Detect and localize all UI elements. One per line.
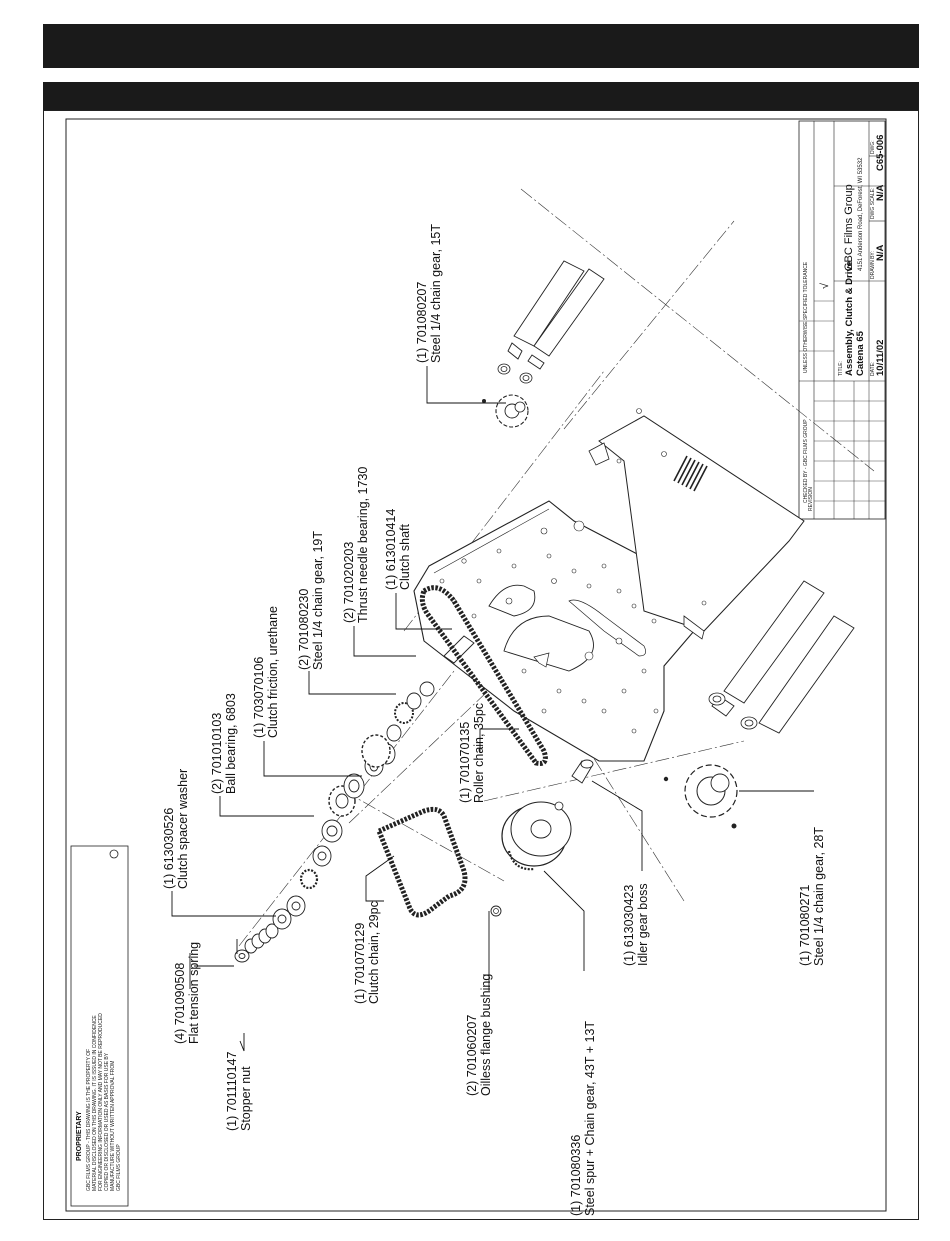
dwg-number: C65-006: [875, 135, 886, 171]
header-bar: [43, 24, 919, 68]
svg-text:(2) 701020203: (2) 701020203: [342, 542, 356, 623]
part-label-clutch-spacer-washer: (1) 613030526 Clutch spacer washer: [162, 769, 190, 889]
tolerance-label: UNLESS OTHERWISE SPECIFIED TOLERANCE: [803, 261, 809, 373]
proprietary-line: GBC FILMS GROUP - THIS DRAWING IS THE PR…: [86, 1049, 92, 1191]
chain-gear-15t-drawing: [482, 394, 529, 428]
svg-text:Roller chain, 35pc: Roller chain, 35pc: [472, 703, 486, 803]
clutch-chain-drawing: [375, 806, 468, 918]
part-label-clutch-friction: (1) 703070106 Clutch friction, urethane: [252, 606, 280, 738]
svg-text:Thrust needle bearing, 1730: Thrust needle bearing, 1730: [356, 467, 370, 623]
svg-text:Steel 1/4 chain gear, 28T: Steel 1/4 chain gear, 28T: [812, 827, 826, 966]
part-label-clutch-shaft: (1) 613010414 Clutch shaft: [384, 509, 412, 590]
part-label-ball-bearing: (2) 701010103 Ball bearing, 6803: [210, 693, 238, 794]
part-label-spur-chain-gear: (1) 701080336 Steel spur + Chain gear, 4…: [569, 1021, 597, 1216]
center-lines: [238, 188, 875, 947]
proprietary-line: MATERIAL DISCLOSED ON THIS DRAWING. IT I…: [92, 1015, 98, 1191]
part-label-roller-chain: (1) 701070135 Roller chain, 35pc: [458, 703, 486, 803]
company-name: GBC Films Group: [843, 184, 855, 271]
side-plate: [413, 500, 695, 762]
svg-text:Clutch spacer washer: Clutch spacer washer: [176, 769, 190, 889]
svg-text:(2) 701080230: (2) 701080230: [297, 589, 311, 670]
scale-value: N/A: [875, 185, 886, 202]
proprietary-line: FOR ENGINEERING INFORMATION ONLY AND MAY…: [98, 1013, 104, 1191]
finish-mark: √: [819, 282, 831, 289]
svg-text:Clutch friction, urethane: Clutch friction, urethane: [266, 606, 280, 738]
svg-text:(1) 701080336: (1) 701080336: [569, 1135, 583, 1216]
drawing-title: Assembly, Clutch & Drive: [844, 261, 855, 376]
exploded-assembly-drawing: REVISION CHECKED BY - GBC FILMS GROUP UN…: [65, 118, 887, 1216]
drawing-subtitle: Catena 65: [855, 330, 866, 376]
clutch-stack: [234, 635, 475, 963]
company-address: 4151 Anderson Road, DeForest, WI 53532: [858, 157, 864, 271]
spur-gear-drawing: [490, 801, 572, 917]
svg-text:(1) 613030526: (1) 613030526: [162, 808, 176, 889]
svg-text:Clutch chain, 29pc: Clutch chain, 29pc: [367, 901, 381, 1004]
svg-text:(2) 701060207: (2) 701060207: [465, 1015, 479, 1096]
proprietary-line: GBC FILMS GROUP: [116, 1144, 122, 1191]
svg-text:(1) 701080271: (1) 701080271: [798, 885, 812, 966]
part-label-idler-gear-boss: (1) 613030423 Idler gear boss: [622, 883, 650, 966]
part-label-chain-gear-19t: (2) 701080230 Steel 1/4 chain gear, 19T: [297, 531, 325, 670]
part-label-clutch-chain: (1) 701070129 Clutch chain, 29pc: [353, 901, 381, 1004]
vent-slots: [673, 455, 708, 492]
svg-text:(2) 701010103: (2) 701010103: [210, 713, 224, 794]
proprietary-line: COPIED OR DISCLOSED OR USED AS BASIS FOR…: [104, 1052, 110, 1191]
svg-text:Flat tension spring: Flat tension spring: [187, 942, 201, 1044]
roller-chain-drawing: [419, 585, 548, 766]
svg-text:Stopper nut: Stopper nut: [239, 1066, 253, 1131]
title-label: TITLE:: [838, 361, 844, 376]
part-label-stopper-nut: (1) 701110147 Stopper nut: [225, 1051, 253, 1131]
roller-bearings: [497, 363, 758, 730]
part-label-flat-tension-spring: (4) 701090508 Flat tension spring: [173, 942, 201, 1044]
part-label-oilless-flange-bushing: (2) 701060207 Oilless flange bushing: [465, 974, 493, 1096]
title-block: REVISION CHECKED BY - GBC FILMS GROUP UN…: [798, 120, 886, 520]
plate-holes: [439, 520, 677, 734]
svg-text:(1) 701080207: (1) 701080207: [415, 282, 429, 363]
svg-text:(1) 701070129: (1) 701070129: [353, 923, 367, 1004]
svg-text:Oilless flange bushing: Oilless flange bushing: [479, 974, 493, 1096]
upper-bracket: [588, 408, 805, 640]
checked-by-label: CHECKED BY - GBC FILMS GROUP: [803, 419, 809, 503]
proprietary-line: MANUFACTURE WITHOUT WRITTEN APPROVAL FRO…: [110, 1061, 116, 1191]
drawn-by-label: DRAWN BY:: [870, 251, 876, 279]
part-label-chain-gear-28t: (1) 701080271 Steel 1/4 chain gear, 28T: [798, 827, 826, 966]
part-label-thrust-needle-bearing: (2) 701020203 Thrust needle bearing, 173…: [342, 467, 370, 623]
idler-gear-boss-drawing: [571, 759, 594, 784]
part-label-chain-gear-15t: (1) 701080207 Steel 1/4 chain gear, 15T: [415, 224, 443, 363]
chain-gear-28t-drawing: [663, 764, 738, 829]
svg-text:Ball bearing, 6803: Ball bearing, 6803: [224, 693, 238, 794]
inner-border: [65, 118, 887, 1212]
svg-text:(1) 613030423: (1) 613030423: [622, 885, 636, 966]
svg-text:Steel 1/4 chain gear, 19T: Steel 1/4 chain gear, 19T: [311, 531, 325, 670]
part-labels: (1) 613030526 Clutch spacer washer (2) 7…: [162, 224, 826, 1216]
scale-label: DWG SCALE:: [870, 188, 876, 219]
svg-text:(1) 703070106: (1) 703070106: [252, 657, 266, 738]
date-label: DATE:: [870, 362, 876, 376]
svg-text:(1) 701110147: (1) 701110147: [225, 1051, 239, 1131]
proprietary-notice: PROPRIETARY GBC FILMS GROUP - THIS DRAWI…: [70, 845, 129, 1207]
proprietary-heading: PROPRIETARY: [76, 1111, 83, 1161]
drawing-sheet: REVISION CHECKED BY - GBC FILMS GROUP UN…: [43, 110, 919, 1220]
drawing-date: 10/11/02: [875, 340, 886, 376]
svg-text:Idler gear boss: Idler gear boss: [636, 883, 650, 966]
subheader-bar: [43, 82, 919, 110]
svg-text:(1) 613010414: (1) 613010414: [384, 509, 398, 590]
svg-text:(4) 701090508: (4) 701090508: [173, 963, 187, 1044]
leader-lines: [171, 366, 814, 1052]
revision-label: REVISION: [808, 487, 814, 511]
svg-text:(1) 701070135: (1) 701070135: [458, 722, 472, 803]
rollers: [507, 260, 855, 734]
svg-text:Clutch shaft: Clutch shaft: [398, 523, 412, 590]
svg-text:Steel spur + Chain gear, 43T +: Steel spur + Chain gear, 43T + 13T: [583, 1021, 597, 1216]
dwg-label: DWG:: [870, 140, 876, 154]
svg-text:Steel 1/4 chain gear, 15T: Steel 1/4 chain gear, 15T: [429, 224, 443, 363]
drawn-by-value: N/A: [875, 245, 886, 262]
